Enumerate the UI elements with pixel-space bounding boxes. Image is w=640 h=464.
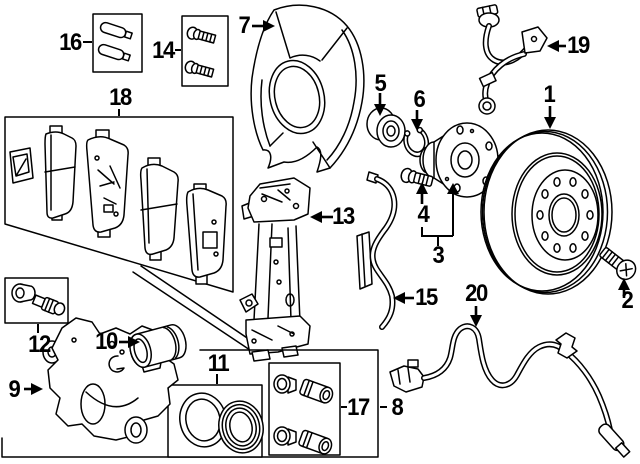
callout-label-9: 9 (8, 376, 21, 403)
callout-3-bracket (421, 183, 459, 246)
callout-10-arrow (119, 336, 140, 348)
slide-pin-kit-drawing (92, 13, 143, 73)
callout-leader-lines (37, 41, 387, 408)
caliper-bracket-drawing (239, 177, 311, 362)
hub-bolt-drawing (400, 167, 434, 187)
splash-guard-drawing (250, 4, 365, 173)
pad-retainer-spring-drawing (356, 171, 398, 330)
wheel-bearing-drawing (366, 107, 406, 148)
callout-label-17: 17 (347, 394, 370, 421)
callout-label-1: 1 (543, 81, 556, 108)
callout-label-10: 10 (95, 328, 118, 355)
callout-label-16: 16 (59, 29, 82, 56)
callout-15-arrow (393, 292, 414, 304)
brake-rotor-drawing (480, 129, 613, 295)
callout-label-20: 20 (465, 280, 488, 307)
callout-label-15: 15 (415, 284, 438, 311)
bleeder-screw-kit-drawing (4, 277, 69, 324)
callout-19-arrow (547, 40, 566, 52)
callout-label-18: 18 (109, 84, 132, 111)
callout-label-14: 14 (152, 37, 175, 64)
caliper-repair-kit-box-drawing (1, 349, 379, 458)
callout-label-2: 2 (621, 287, 634, 314)
callout-13-arrow (310, 211, 333, 223)
mounting-bolt-kit-drawing (181, 15, 229, 87)
piston-seal-kit-drawing (167, 384, 264, 458)
pin-boot-kit-drawing (268, 362, 341, 456)
callout-label-11: 11 (207, 350, 230, 377)
brake-pad-set-drawing (4, 116, 257, 351)
brake-hose-drawing (476, 4, 548, 115)
callout-9-arrow (24, 383, 43, 395)
callout-20-arrow (470, 306, 482, 327)
callout-5-arrow (374, 93, 386, 116)
callout-label-5: 5 (374, 70, 387, 97)
callout-label-3: 3 (432, 242, 445, 269)
callout-label-12: 12 (28, 331, 51, 358)
callout-label-13: 13 (332, 203, 355, 230)
callout-label-19: 19 (567, 32, 590, 59)
callout-1-arrow (544, 106, 556, 129)
disc-retaining-screw-drawing (599, 247, 637, 281)
wheel-hub-drawing (419, 122, 499, 198)
callout-label-7: 7 (238, 12, 251, 39)
callout-4-arrow (416, 182, 428, 204)
abs-sensor-drawing (389, 323, 631, 458)
callout-label-6: 6 (413, 86, 426, 113)
callout-label-4: 4 (417, 201, 430, 228)
callout-7-arrow (252, 20, 275, 32)
callout-6-arrow (411, 110, 423, 131)
callout-label-8: 8 (391, 394, 404, 421)
callout-2-arrow (618, 278, 630, 298)
